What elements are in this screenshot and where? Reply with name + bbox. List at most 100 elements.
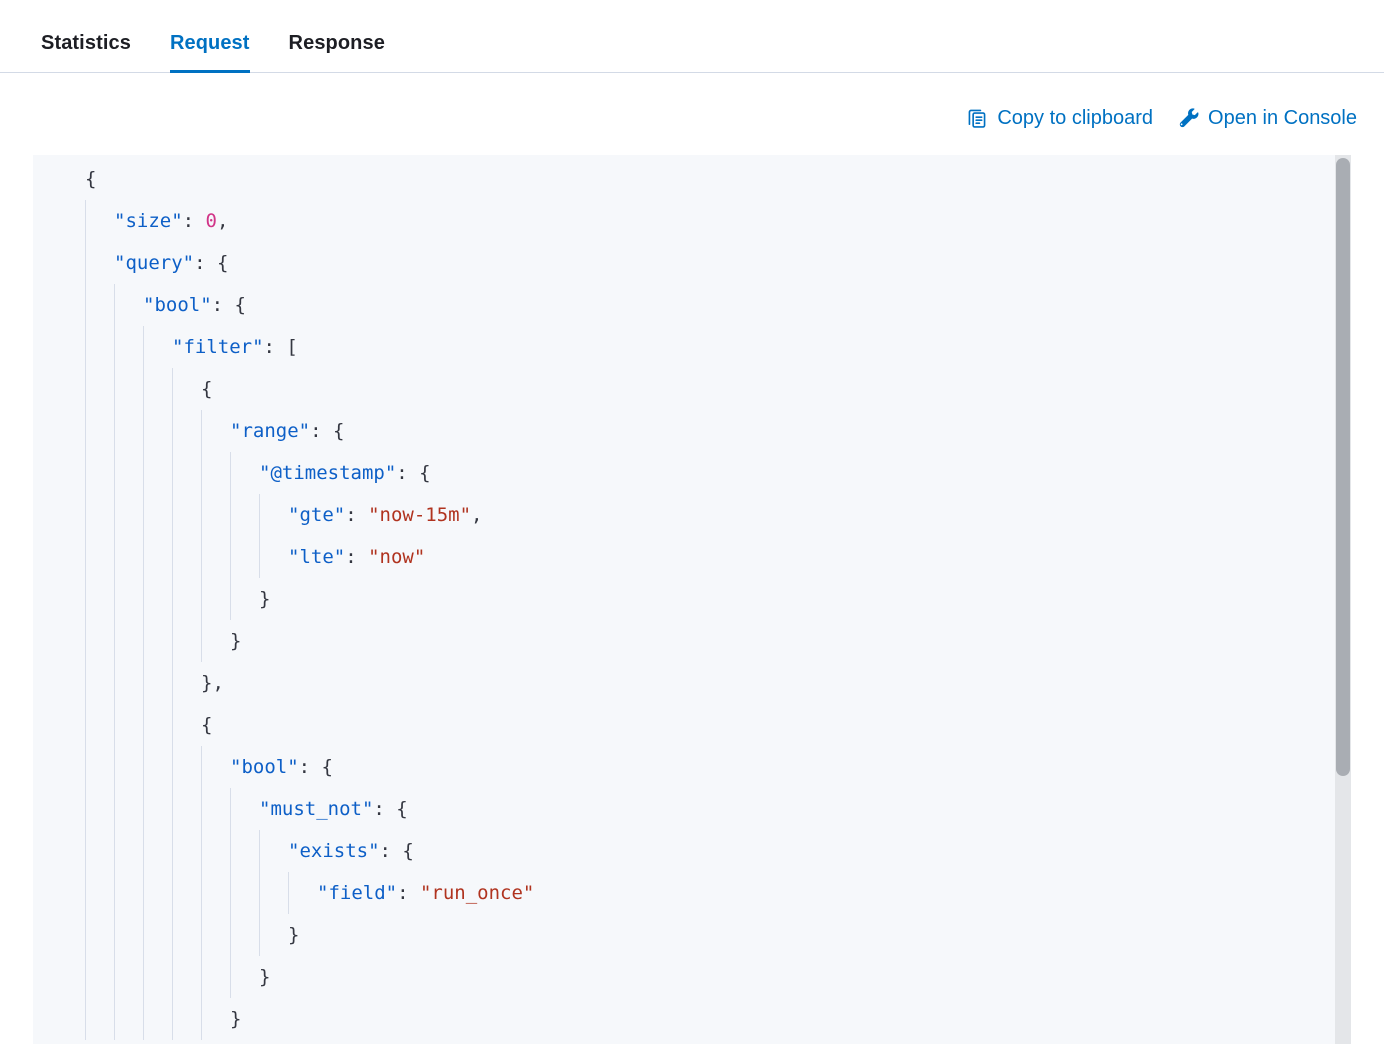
scrollbar-track[interactable] <box>1335 155 1351 1044</box>
indent-guide <box>201 746 230 788</box>
code-token-key: "range" <box>230 420 311 442</box>
code-line: { <box>85 158 1351 200</box>
indent-guide <box>259 872 288 914</box>
copy-to-clipboard-button[interactable]: Copy to clipboard <box>966 107 1153 130</box>
code-line: "size": 0, <box>85 200 1351 242</box>
indent-guide <box>114 494 143 536</box>
code-token-punct: , <box>216 210 229 232</box>
actions-bar: Copy to clipboard Open in Console <box>0 73 1384 135</box>
indent-guide <box>114 410 143 452</box>
code-lines: {"size": 0,"query": {"bool": {"filter": … <box>33 155 1351 1040</box>
code-line: } <box>85 914 1351 956</box>
indent-guide <box>172 788 201 830</box>
code-line: "lte": "now" <box>85 536 1351 578</box>
indent-guide <box>288 872 317 914</box>
indent-guide <box>172 704 201 746</box>
code-line: "must_not": { <box>85 788 1351 830</box>
indent-guide <box>114 830 143 872</box>
indent-guide <box>85 326 114 368</box>
code-token-punct: : <box>397 882 420 904</box>
indent-guide <box>114 662 143 704</box>
code-token-punct: : { <box>379 840 414 862</box>
code-token-key: "gte" <box>288 504 346 526</box>
code-line: "range": { <box>85 410 1351 452</box>
code-token-str: "now-15m" <box>368 504 472 526</box>
code-token-punct: : { <box>373 798 408 820</box>
code-line: "field": "run_once" <box>85 872 1351 914</box>
code-token-key: "must_not" <box>259 798 374 820</box>
indent-guide <box>85 620 114 662</box>
indent-guide <box>143 410 172 452</box>
indent-guide <box>230 536 259 578</box>
indent-guide <box>85 200 114 242</box>
indent-guide <box>201 620 230 662</box>
indent-guide <box>201 494 230 536</box>
code-line: "gte": "now-15m", <box>85 494 1351 536</box>
code-token-punct: : <box>182 210 206 232</box>
indent-guide <box>114 872 143 914</box>
indent-guide <box>201 956 230 998</box>
copy-to-clipboard-label: Copy to clipboard <box>997 106 1154 129</box>
request-code-panel: {"size": 0,"query": {"bool": {"filter": … <box>33 155 1351 1044</box>
code-line: "filter": [ <box>85 326 1351 368</box>
indent-guide <box>85 578 114 620</box>
tab-statistics[interactable]: Statistics <box>41 32 131 54</box>
indent-guide <box>201 452 230 494</box>
open-in-console-button[interactable]: Open in Console <box>1177 107 1357 130</box>
code-token-punct: : <box>345 546 369 568</box>
indent-guide <box>114 788 143 830</box>
indent-guide <box>143 830 172 872</box>
tab-response[interactable]: Response <box>288 32 385 54</box>
indent-guide <box>172 956 201 998</box>
indent-guide <box>172 536 201 578</box>
indent-guide <box>201 410 230 452</box>
code-line: "query": { <box>85 242 1351 284</box>
code-token-key: "@timestamp" <box>259 462 397 484</box>
indent-guide <box>114 368 143 410</box>
indent-guide <box>114 536 143 578</box>
code-token-key: "exists" <box>288 840 380 862</box>
code-token-str: "now" <box>368 546 426 568</box>
indent-guide <box>114 578 143 620</box>
indent-guide <box>172 620 201 662</box>
indent-guide <box>172 830 201 872</box>
indent-guide <box>172 578 201 620</box>
indent-guide <box>259 830 288 872</box>
indent-guide <box>85 284 114 326</box>
indent-guide <box>143 788 172 830</box>
code-token-str: "run_once" <box>419 882 535 904</box>
indent-guide <box>85 872 114 914</box>
indent-guide <box>230 872 259 914</box>
code-token-punct: : { <box>211 294 246 316</box>
indent-guide <box>85 704 114 746</box>
code-token-punct: : <box>345 504 369 526</box>
scrollbar-thumb[interactable] <box>1336 158 1350 776</box>
indent-guide <box>172 368 201 410</box>
indent-guide <box>85 998 114 1040</box>
code-token-punct: : { <box>194 252 229 274</box>
code-line: { <box>85 704 1351 746</box>
tab-request[interactable]: Request <box>169 32 250 73</box>
indent-guide <box>230 788 259 830</box>
code-line: "@timestamp": { <box>85 452 1351 494</box>
code-token-punct: : { <box>310 420 345 442</box>
indent-guide <box>201 998 230 1040</box>
code-token-key: "lte" <box>288 546 346 568</box>
indent-guide <box>85 830 114 872</box>
code-line: } <box>85 998 1351 1040</box>
indent-guide <box>85 956 114 998</box>
code-token-key: "size" <box>114 210 183 232</box>
indent-guide <box>172 494 201 536</box>
indent-guide <box>85 536 114 578</box>
indent-guide <box>201 830 230 872</box>
code-token-key: "field" <box>317 882 398 904</box>
indent-guide <box>114 452 143 494</box>
indent-guide <box>259 914 288 956</box>
code-line: { <box>85 368 1351 410</box>
indent-guide <box>172 746 201 788</box>
indent-guide <box>143 368 172 410</box>
indent-guide <box>143 326 172 368</box>
indent-guide <box>230 578 259 620</box>
indent-guide <box>172 452 201 494</box>
indent-guide <box>201 914 230 956</box>
